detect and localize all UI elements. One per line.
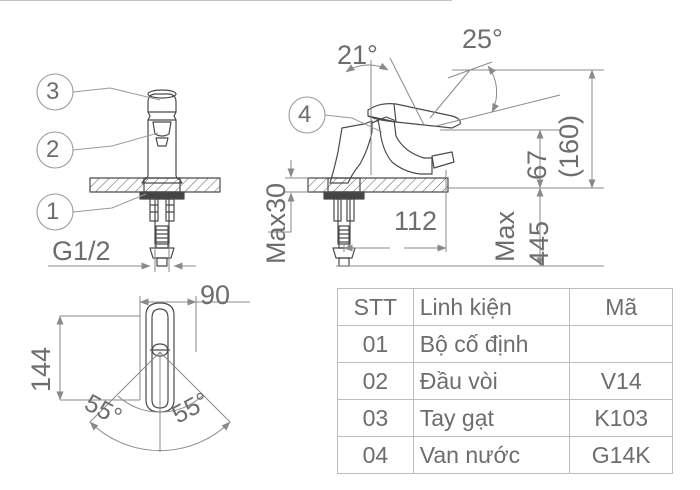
header-code: Mã (569, 288, 673, 326)
row-stt: 03 (337, 399, 414, 437)
row-stt: 01 (337, 325, 414, 363)
table-row: 02 Đầu vòi V14 (337, 362, 673, 400)
table-row: 04 Van nước G14K (337, 436, 673, 474)
callout-label-3: 3 (46, 78, 60, 105)
max-height-value-label: 445 (524, 220, 554, 266)
spout-reach-label: 112 (394, 206, 438, 236)
max-height-word-label: Max (490, 210, 520, 262)
spout-height-label: 67 (522, 149, 552, 180)
table-header-row: STT Linh kiện Mã (337, 288, 673, 326)
header-stt: STT (337, 288, 414, 326)
front-view-geometry (89, 89, 221, 267)
row-name: Bộ cố định (412, 325, 571, 363)
row-code (569, 325, 673, 363)
side-view-callouts (288, 96, 383, 134)
table-row: 01 Bộ cố định (337, 325, 673, 363)
spout-reach-dimension (343, 170, 447, 252)
callout-label-1: 1 (46, 198, 60, 225)
row-code: K103 (569, 399, 673, 437)
plan-depth-label: 144 (26, 346, 56, 392)
row-name: Tay gạt (412, 399, 571, 437)
thread-dimension (48, 244, 196, 272)
thread-size-label: G1/2 (52, 236, 111, 266)
handle-angle-label: 21° (337, 40, 378, 70)
row-code: G14K (569, 436, 673, 474)
row-stt: 04 (337, 436, 414, 474)
front-view-callouts (36, 73, 161, 231)
side-view-geometry (307, 103, 461, 267)
callout-label-2: 2 (46, 136, 60, 163)
row-name: Van nước (412, 436, 571, 474)
header-name: Linh kiện (412, 288, 571, 326)
swing-angle-dimensions (89, 351, 231, 452)
table-row: 03 Tay gạt K103 (337, 399, 673, 437)
row-code: V14 (569, 362, 673, 400)
total-height-label: (160) (554, 114, 584, 178)
plan-width-label: 90 (200, 280, 231, 310)
deck-thickness-label: Max30 (261, 182, 291, 264)
parts-table: STT Linh kiện Mã 01 Bộ cố định 02 Đầu vò… (337, 288, 673, 474)
deck-thickness-dimension (268, 160, 308, 233)
row-name: Đầu vòi (412, 362, 571, 400)
spout-angle-label: 25° (462, 24, 503, 54)
height-dimensions (336, 69, 604, 267)
row-stt: 02 (337, 362, 414, 400)
callout-label-4: 4 (298, 101, 312, 128)
plan-dimensions (56, 296, 250, 401)
